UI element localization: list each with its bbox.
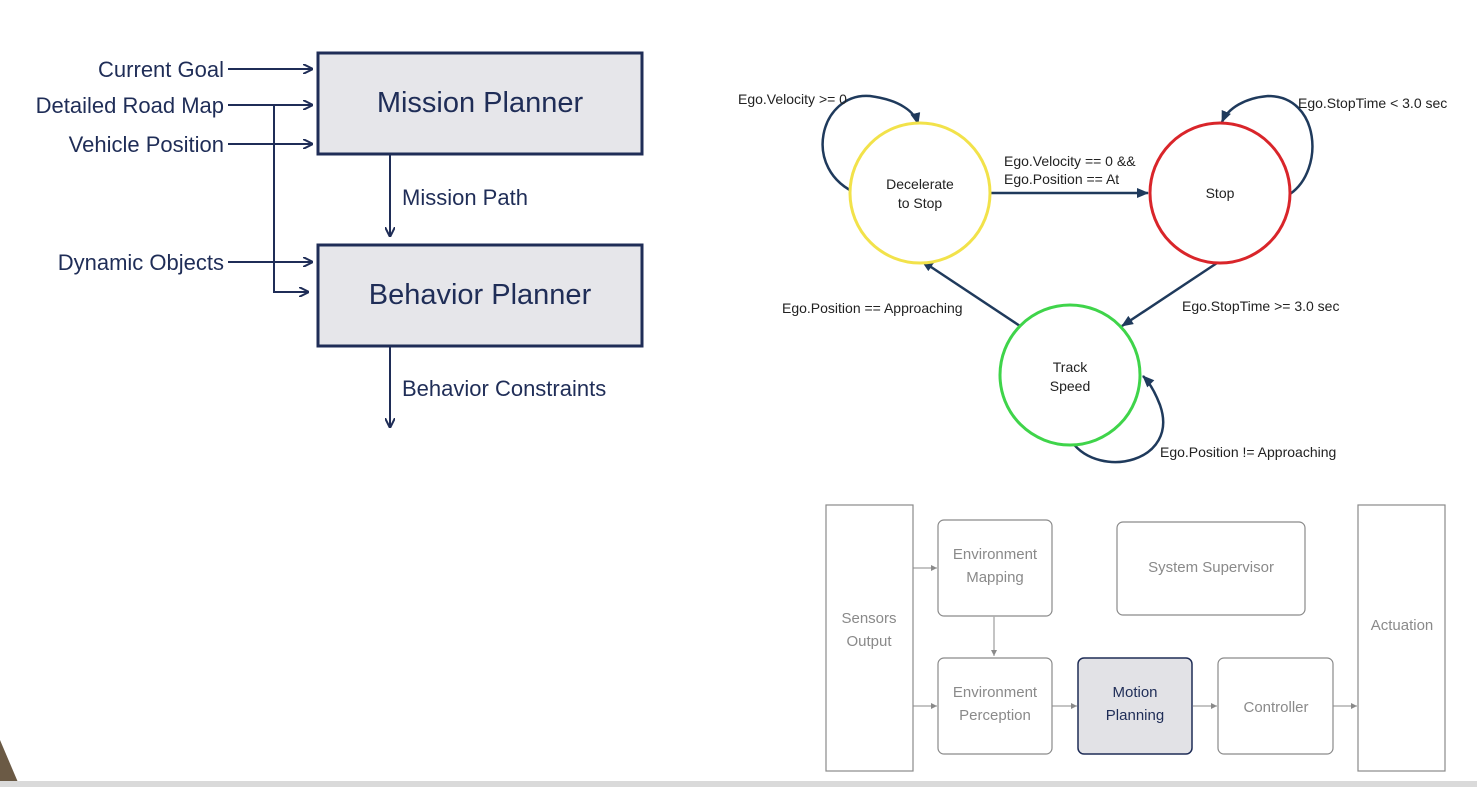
state-track-circle — [998, 303, 1142, 447]
state-track-label-1: Track — [1053, 359, 1088, 375]
controller-box — [1217, 657, 1334, 755]
bottom-edge-shadow — [0, 781, 1477, 787]
planning-hierarchy-diagram: Current Goal Detailed Road Map Vehicle P… — [36, 51, 644, 427]
input-label-road-map: Detailed Road Map — [36, 93, 224, 118]
state-machine-diagram: Decelerate to Stop Stop Track Speed Ego.… — [738, 91, 1447, 464]
road-map-branch-arrow — [273, 105, 308, 292]
transition-label-stop-to-track: Ego.StopTime >= 3.0 sec — [1182, 298, 1339, 314]
sensors-output-label-1: Sensors — [841, 610, 896, 627]
env-perception-label-1: Environment — [953, 684, 1038, 701]
system-supervisor-box — [1116, 521, 1306, 616]
motion-planning-label-1: Motion — [1112, 684, 1157, 701]
state-decelerate-circle — [848, 121, 992, 265]
transition-label-decel-to-stop-2: Ego.Position == At — [1004, 171, 1119, 187]
mission-planner-label: Mission Planner — [377, 87, 584, 119]
input-label-vehicle-position: Vehicle Position — [69, 132, 224, 157]
transition-label-track-self: Ego.Position != Approaching — [1160, 444, 1336, 460]
state-decelerate-label-1: Decelerate — [886, 176, 954, 192]
actuation-label: Actuation — [1371, 617, 1434, 634]
env-mapping-label-2: Mapping — [966, 569, 1024, 586]
env-mapping-label-1: Environment — [953, 546, 1038, 563]
mission-planner-box — [316, 51, 644, 156]
transition-label-track-to-decel: Ego.Position == Approaching — [782, 300, 963, 316]
system-supervisor-label: System Supervisor — [1148, 559, 1274, 576]
sensors-output-label-2: Output — [846, 633, 892, 650]
transition-label-decel-to-stop-1: Ego.Velocity == 0 && — [1004, 153, 1136, 169]
state-decelerate-label-2: to Stop — [898, 195, 943, 211]
behavior-constraints-label: Behavior Constraints — [402, 376, 606, 401]
transition-label-decel-self: Ego.Velocity >= 0 — [738, 91, 847, 107]
motion-planning-label-2: Planning — [1106, 707, 1164, 724]
state-stop-circle — [1148, 121, 1292, 265]
state-stop-label: Stop — [1206, 185, 1235, 201]
behavior-planner-label: Behavior Planner — [369, 279, 592, 311]
mission-path-label: Mission Path — [402, 185, 528, 210]
stop-self-loop — [1220, 94, 1314, 196]
motion-planning-box — [1077, 657, 1193, 755]
input-label-current-goal: Current Goal — [98, 57, 224, 82]
transition-label-stop-self: Ego.StopTime < 3.0 sec — [1298, 95, 1447, 111]
env-perception-box — [937, 657, 1053, 755]
env-mapping-box — [937, 519, 1053, 617]
architecture-diagram: Sensors Output Environment Mapping Syste… — [825, 504, 1446, 772]
track-to-decel-arrow — [921, 259, 1021, 328]
env-perception-label-2: Perception — [959, 707, 1031, 724]
actuation-box — [1357, 504, 1446, 772]
behavior-planner-box — [316, 243, 644, 348]
controller-label: Controller — [1243, 699, 1308, 716]
track-self-loop — [1070, 375, 1165, 464]
stop-to-track-arrow — [1121, 259, 1221, 328]
corner-decoration — [0, 740, 20, 787]
sensors-output-box — [825, 504, 914, 772]
state-track-label-2: Speed — [1050, 378, 1090, 394]
decelerate-self-loop — [821, 94, 921, 196]
input-label-dynamic-objects: Dynamic Objects — [58, 250, 224, 275]
